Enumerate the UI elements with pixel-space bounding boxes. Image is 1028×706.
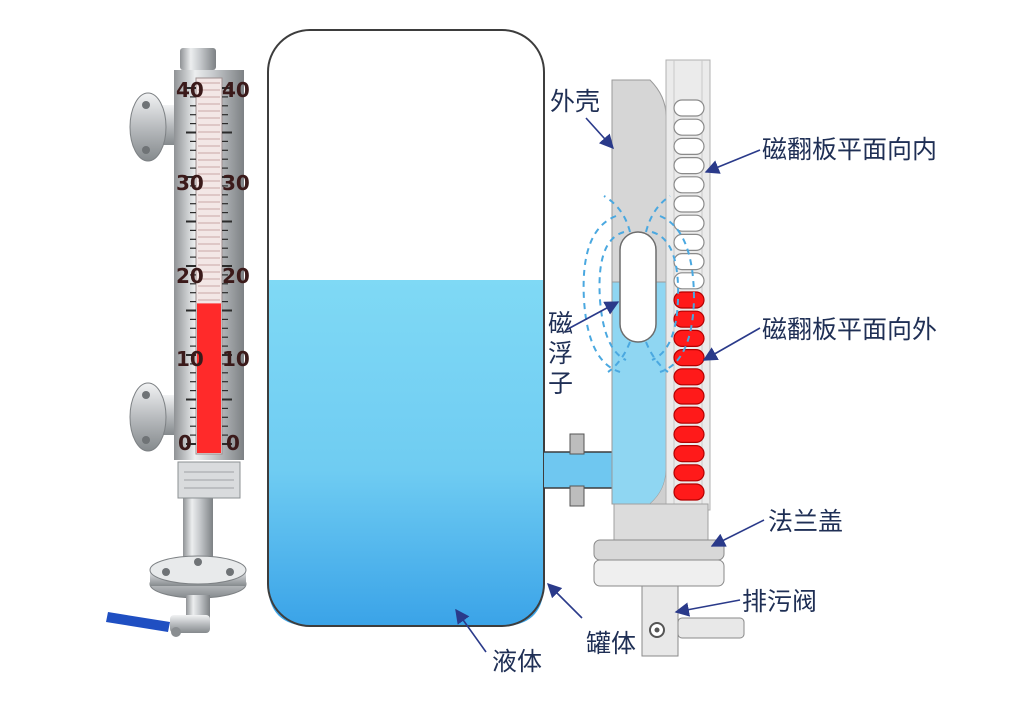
label-float-char-1: 磁 bbox=[548, 309, 573, 338]
leader-flap-outward bbox=[702, 327, 761, 361]
label-flap-outward: 磁翻板平面向外 bbox=[762, 315, 937, 344]
scale-left-20: 20 bbox=[176, 264, 204, 288]
leader-float bbox=[565, 301, 620, 331]
flap-outward bbox=[673, 291, 705, 309]
gauge-photo: 40 30 20 10 0 40 30 20 10 0 bbox=[106, 48, 250, 637]
flap-outward bbox=[673, 445, 705, 463]
flap-outward bbox=[673, 368, 705, 386]
label-flap-inward: 磁翻板平面向内 bbox=[762, 135, 937, 164]
bottom-flange bbox=[149, 555, 247, 599]
scale-ticks bbox=[186, 87, 232, 445]
label-flange-cover: 法兰盖 bbox=[768, 507, 843, 536]
tank-wall bbox=[267, 29, 545, 627]
leader-liquid bbox=[455, 608, 487, 653]
flap-outward bbox=[673, 425, 705, 443]
flap-inward bbox=[673, 99, 705, 117]
gauge-cross-section bbox=[582, 59, 745, 657]
tank-liquid bbox=[268, 280, 544, 626]
label-drain-valve: 排污阀 bbox=[742, 587, 817, 616]
gauge-top-cap bbox=[180, 48, 216, 70]
flap-inward bbox=[673, 214, 705, 232]
label-tank: 罐体 bbox=[586, 629, 636, 658]
flap-outward bbox=[673, 483, 705, 501]
indicator-red-column bbox=[197, 303, 221, 453]
flap-inward bbox=[673, 272, 705, 290]
magnetic-float bbox=[619, 231, 657, 343]
leader-drain-valve bbox=[674, 599, 741, 617]
valve-handle-blue bbox=[106, 612, 170, 632]
leader-flap-inward bbox=[704, 149, 761, 174]
magnetic-field-lines bbox=[582, 195, 696, 373]
label-liquid: 液体 bbox=[492, 647, 542, 676]
scale-left-10: 10 bbox=[176, 347, 204, 371]
label-float-char-2: 浮 bbox=[548, 339, 573, 368]
drain-valve-handle bbox=[677, 617, 745, 639]
scale-left-30: 30 bbox=[176, 171, 204, 195]
flap-inward bbox=[673, 233, 705, 251]
leader-shell bbox=[585, 117, 614, 150]
connecting-pipe bbox=[544, 433, 622, 507]
scale-right-10: 10 bbox=[222, 347, 250, 371]
flap-inward bbox=[673, 137, 705, 155]
flange-cover-plate bbox=[593, 539, 725, 561]
scale-right-30: 30 bbox=[222, 171, 250, 195]
scale-right-20: 20 bbox=[222, 264, 250, 288]
flange-cover-base bbox=[593, 559, 725, 587]
flap-outward bbox=[673, 406, 705, 424]
flap-inward bbox=[673, 253, 705, 271]
flap-inward bbox=[673, 157, 705, 175]
label-float-char-3: 子 bbox=[548, 369, 573, 398]
flap-outward bbox=[673, 464, 705, 482]
flap-inward bbox=[673, 176, 705, 194]
leader-flange-cover bbox=[710, 519, 765, 547]
magnetic-flaps bbox=[673, 99, 705, 501]
label-shell: 外壳 bbox=[550, 87, 600, 116]
flap-outward bbox=[673, 387, 705, 405]
scale-right-0: 0 bbox=[226, 431, 240, 455]
lower-housing bbox=[613, 503, 709, 545]
scale-right-40: 40 bbox=[222, 78, 250, 102]
tank bbox=[267, 29, 545, 627]
flap-inward bbox=[673, 195, 705, 213]
leader-lines bbox=[455, 117, 765, 653]
leader-tank bbox=[546, 582, 583, 619]
photo-drain-valve bbox=[106, 595, 210, 637]
drain-valve-body bbox=[641, 585, 679, 657]
scale-left-40: 40 bbox=[176, 78, 204, 102]
flap-outward bbox=[673, 310, 705, 328]
scale-left-0: 0 bbox=[178, 431, 192, 455]
flap-inward bbox=[673, 118, 705, 136]
